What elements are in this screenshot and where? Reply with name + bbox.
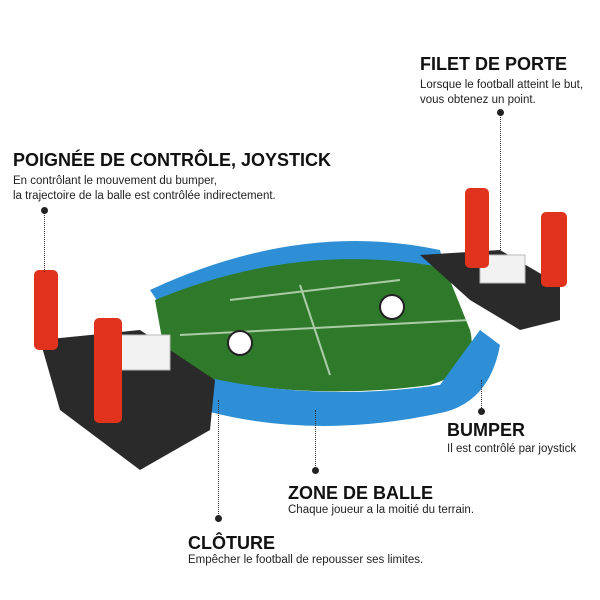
callout-text: Empêcher le football de repousser ses li… xyxy=(188,554,424,566)
callout-ball-zone: ZONE DE BALLE Chaque joueur a la moitié … xyxy=(288,483,474,518)
callout-fence: CLÔTURE Empêcher le football de repousse… xyxy=(188,533,423,568)
near-rail xyxy=(210,330,500,426)
callout-text: En contrôlant le mouvement du bumper, xyxy=(13,175,217,187)
fence-dot xyxy=(215,515,222,522)
callout-title: POIGNÉE DE CONTRÔLE, JOYSTICK xyxy=(13,150,332,170)
goal-net-connector xyxy=(500,112,501,252)
fence-connector xyxy=(218,400,219,516)
callout-title: ZONE DE BALLE xyxy=(288,483,434,503)
ball xyxy=(379,294,405,320)
far-rail xyxy=(150,241,445,305)
callout-text: vous obtenez un point. xyxy=(420,94,536,106)
callout-title: BUMPER xyxy=(447,420,526,440)
callout-goal-net: FILET DE PORTE Lorsque le football attei… xyxy=(420,54,583,108)
ball xyxy=(227,330,253,356)
callout-joystick: POIGNÉE DE CONTRÔLE, JOYSTICK En contrôl… xyxy=(13,150,331,204)
callout-text: Lorsque le football atteint le but, xyxy=(420,79,584,91)
right-joystick-handle-1 xyxy=(465,188,489,268)
callout-text: Il est contrôlé par joystick xyxy=(447,443,577,455)
left-joystick-handle-2 xyxy=(94,318,122,423)
goal-net-dot xyxy=(497,109,504,116)
callout-text: la trajectoire de la balle est contrôlée… xyxy=(13,190,276,202)
ball-zone-connector xyxy=(315,410,316,468)
callout-title: FILET DE PORTE xyxy=(420,54,568,74)
joystick-dot xyxy=(41,207,48,214)
right-joystick-handle-2 xyxy=(541,212,567,287)
callout-bumper: BUMPER Il est contrôlé par joystick xyxy=(447,420,576,457)
bumper-connector xyxy=(481,380,482,410)
joystick-connector xyxy=(44,210,45,272)
callout-text: Chaque joueur a la moitié du terrain. xyxy=(288,504,475,516)
bumper-dot xyxy=(478,408,485,415)
left-base xyxy=(40,330,215,470)
ball-zone-dot xyxy=(312,467,319,474)
callout-title: CLÔTURE xyxy=(188,533,275,553)
left-joystick-handle-1 xyxy=(34,270,58,350)
